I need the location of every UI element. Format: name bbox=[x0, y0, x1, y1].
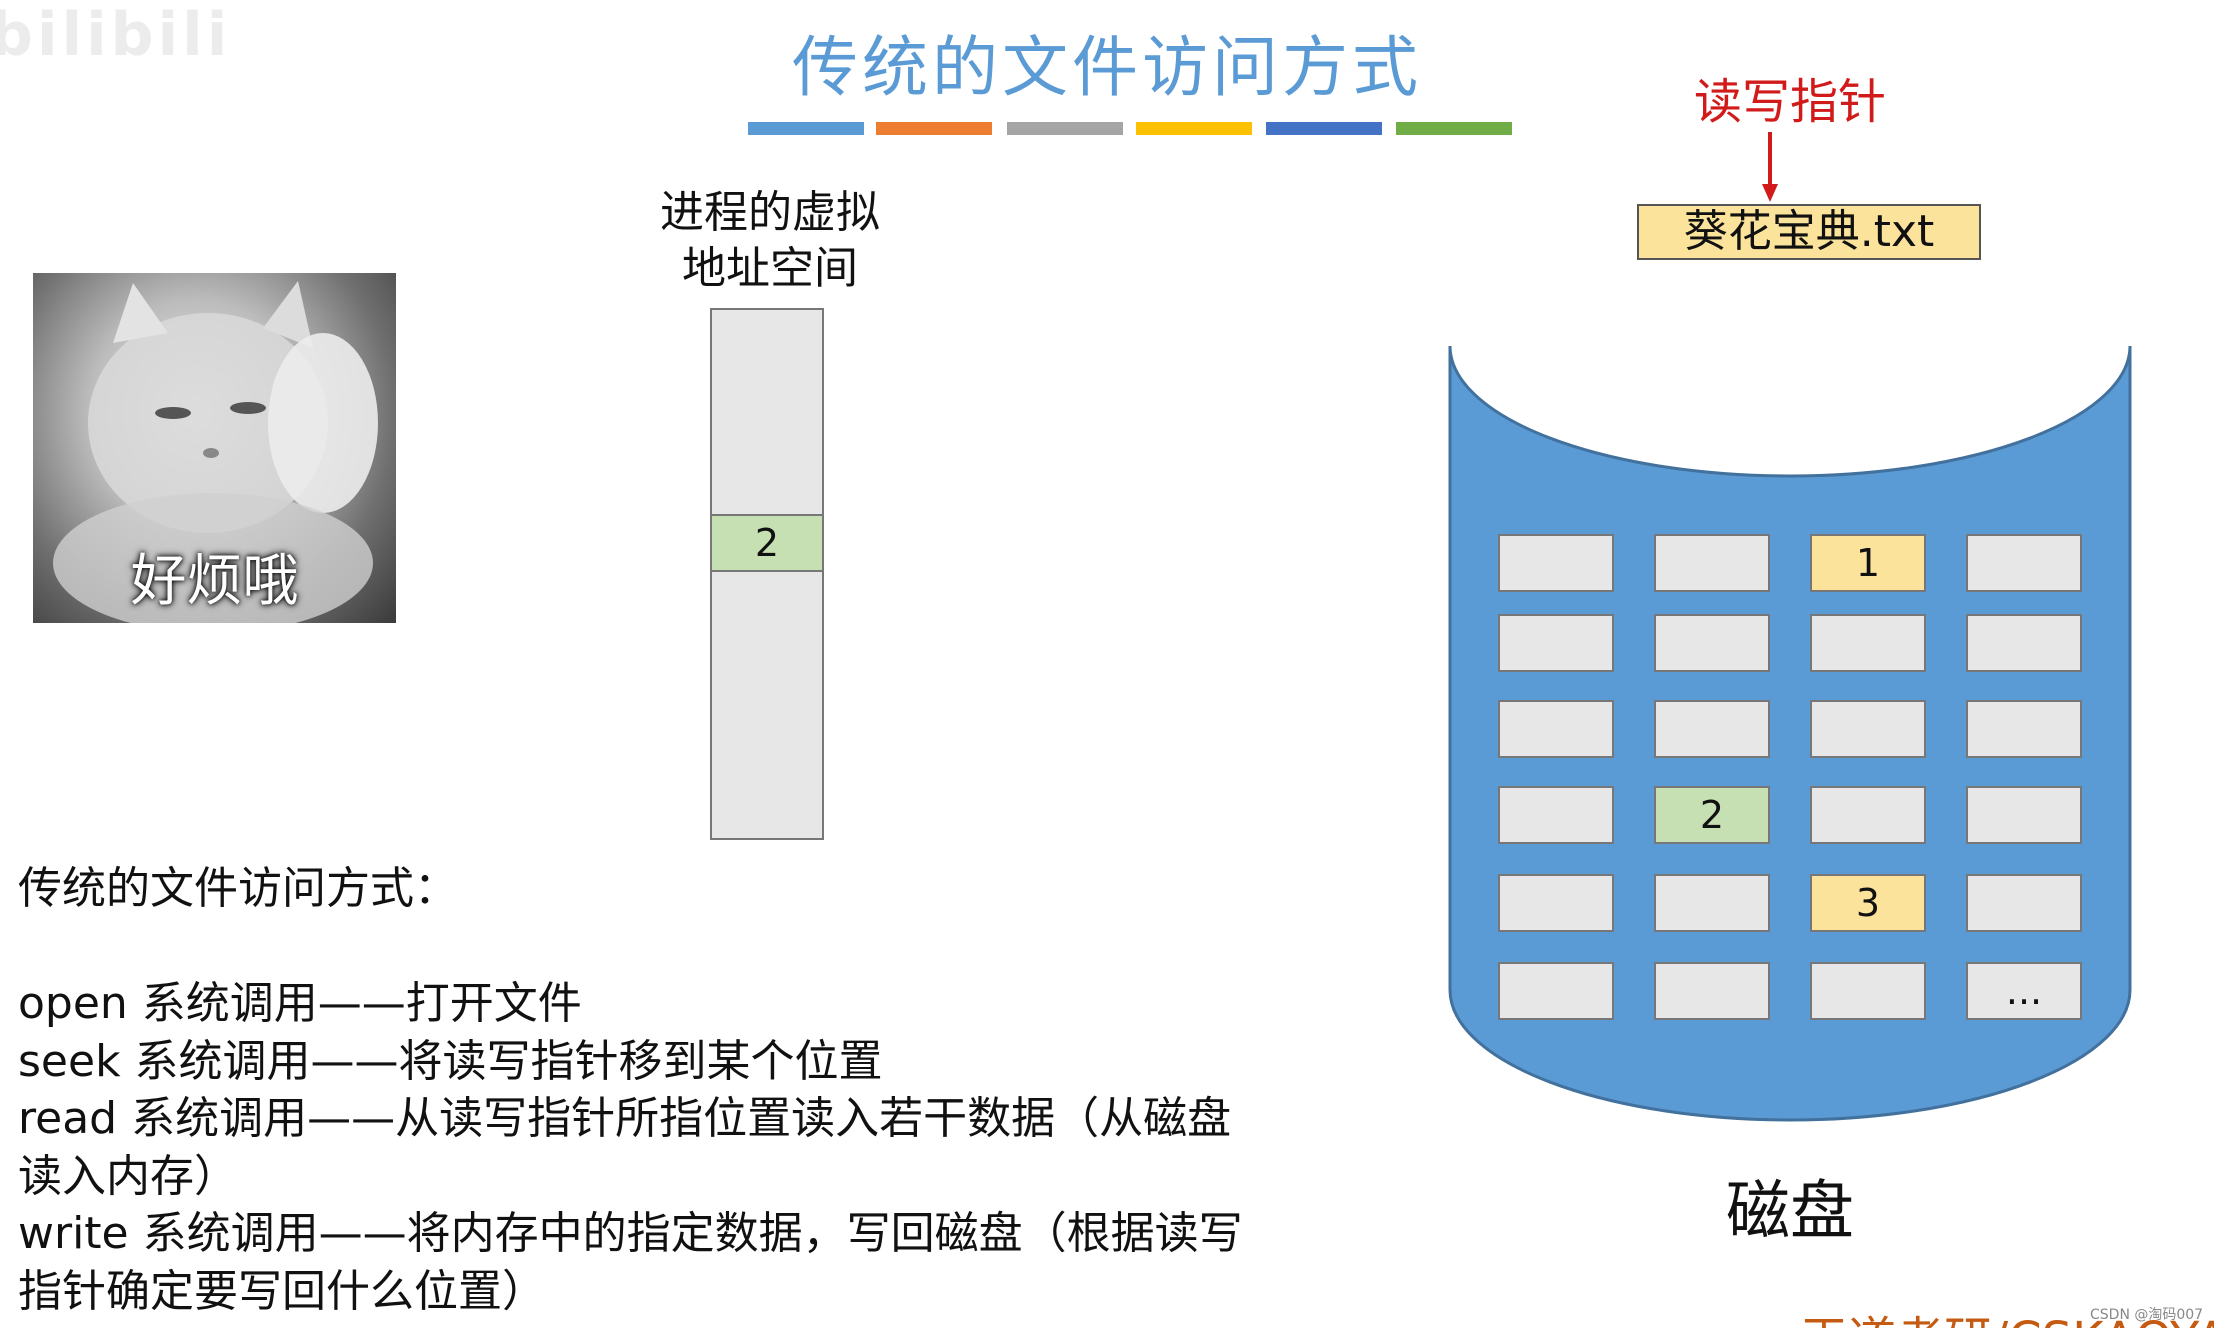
disk-block: 1 bbox=[1810, 534, 1926, 592]
footer-brand: 王道考研/CSKAOYAN bbox=[1800, 1300, 2214, 1328]
title-accent-bar bbox=[1396, 122, 1512, 135]
notes-block: 传统的文件访问方式： open 系统调用——打开文件 seek 系统调用——将读… bbox=[18, 860, 1338, 1320]
slide-title: 传统的文件访问方式 bbox=[792, 29, 1422, 106]
virtual-address-space-label: 进程的虚拟 地址空间 bbox=[620, 185, 920, 297]
disk-block bbox=[1966, 874, 2082, 932]
disk-block bbox=[1654, 700, 1770, 758]
disk-block bbox=[1654, 534, 1770, 592]
meme-caption: 好烦哦 bbox=[130, 549, 299, 614]
virtual-address-space-column bbox=[710, 308, 824, 840]
notes-line-read: read 系统调用——从读写指针所指位置读入若干数据（从磁盘 bbox=[18, 1093, 1232, 1144]
disk-block bbox=[1498, 614, 1614, 672]
bilibili-watermark: bilibili bbox=[0, 0, 232, 70]
notes-line-seek: seek 系统调用——将读写指针移到某个位置 bbox=[18, 1035, 883, 1087]
disk-block bbox=[1654, 962, 1770, 1020]
disk-block bbox=[1810, 614, 1926, 672]
disk-block: 2 bbox=[1654, 786, 1770, 844]
notes-line-open: open 系统调用——打开文件 bbox=[18, 978, 582, 1029]
disk-block bbox=[1810, 786, 1926, 844]
notes-heading: 传统的文件访问方式： bbox=[18, 863, 458, 914]
notes-line-write: write 系统调用——将内存中的指定数据，写回磁盘（根据读写 bbox=[18, 1208, 1243, 1259]
disk-label: 磁盘 bbox=[1726, 1175, 1854, 1249]
title-accent-bar bbox=[1007, 122, 1123, 135]
disk-body bbox=[1448, 345, 2132, 1122]
cat-illustration bbox=[53, 281, 378, 623]
disk-block bbox=[1498, 700, 1614, 758]
disk-block: 3 bbox=[1810, 874, 1926, 932]
disk-block bbox=[1654, 874, 1770, 932]
footer-credit: CSDN @淘码007 bbox=[2090, 1307, 2204, 1323]
disk-block bbox=[1498, 786, 1614, 844]
vas-label-line2: 地址空间 bbox=[682, 243, 858, 294]
disk-block: ... bbox=[1966, 962, 2082, 1020]
disk-block bbox=[1966, 786, 2082, 844]
disk-block bbox=[1810, 700, 1926, 758]
disk-block bbox=[1498, 962, 1614, 1020]
vas-label-line1: 进程的虚拟 bbox=[660, 187, 880, 238]
title-accent-bar bbox=[1266, 122, 1382, 135]
notes-line-write-cont: 指针确定要写回什么位置） bbox=[18, 1265, 546, 1317]
disk-block bbox=[1498, 534, 1614, 592]
title-accent-bar bbox=[876, 122, 992, 135]
notes-line-read-cont: 读入内存） bbox=[18, 1150, 238, 1202]
disk-cylinder bbox=[1448, 345, 2132, 1122]
read-write-pointer-label: 读写指针 bbox=[1693, 74, 1886, 130]
virtual-address-block: 2 bbox=[710, 514, 824, 572]
disk-block bbox=[1498, 874, 1614, 932]
file-name-box: 葵花宝典.txt bbox=[1637, 204, 1981, 260]
disk-block bbox=[1966, 534, 2082, 592]
pointer-arrow-icon bbox=[1762, 132, 1778, 202]
disk-block bbox=[1654, 614, 1770, 672]
notes-spacer bbox=[18, 918, 1338, 976]
title-accent-bar bbox=[748, 122, 864, 135]
disk-block bbox=[1966, 700, 2082, 758]
title-accent-bar bbox=[1136, 122, 1252, 135]
cat-meme-image: 好烦哦 bbox=[33, 273, 396, 623]
disk-block bbox=[1810, 962, 1926, 1020]
disk-block bbox=[1966, 614, 2082, 672]
